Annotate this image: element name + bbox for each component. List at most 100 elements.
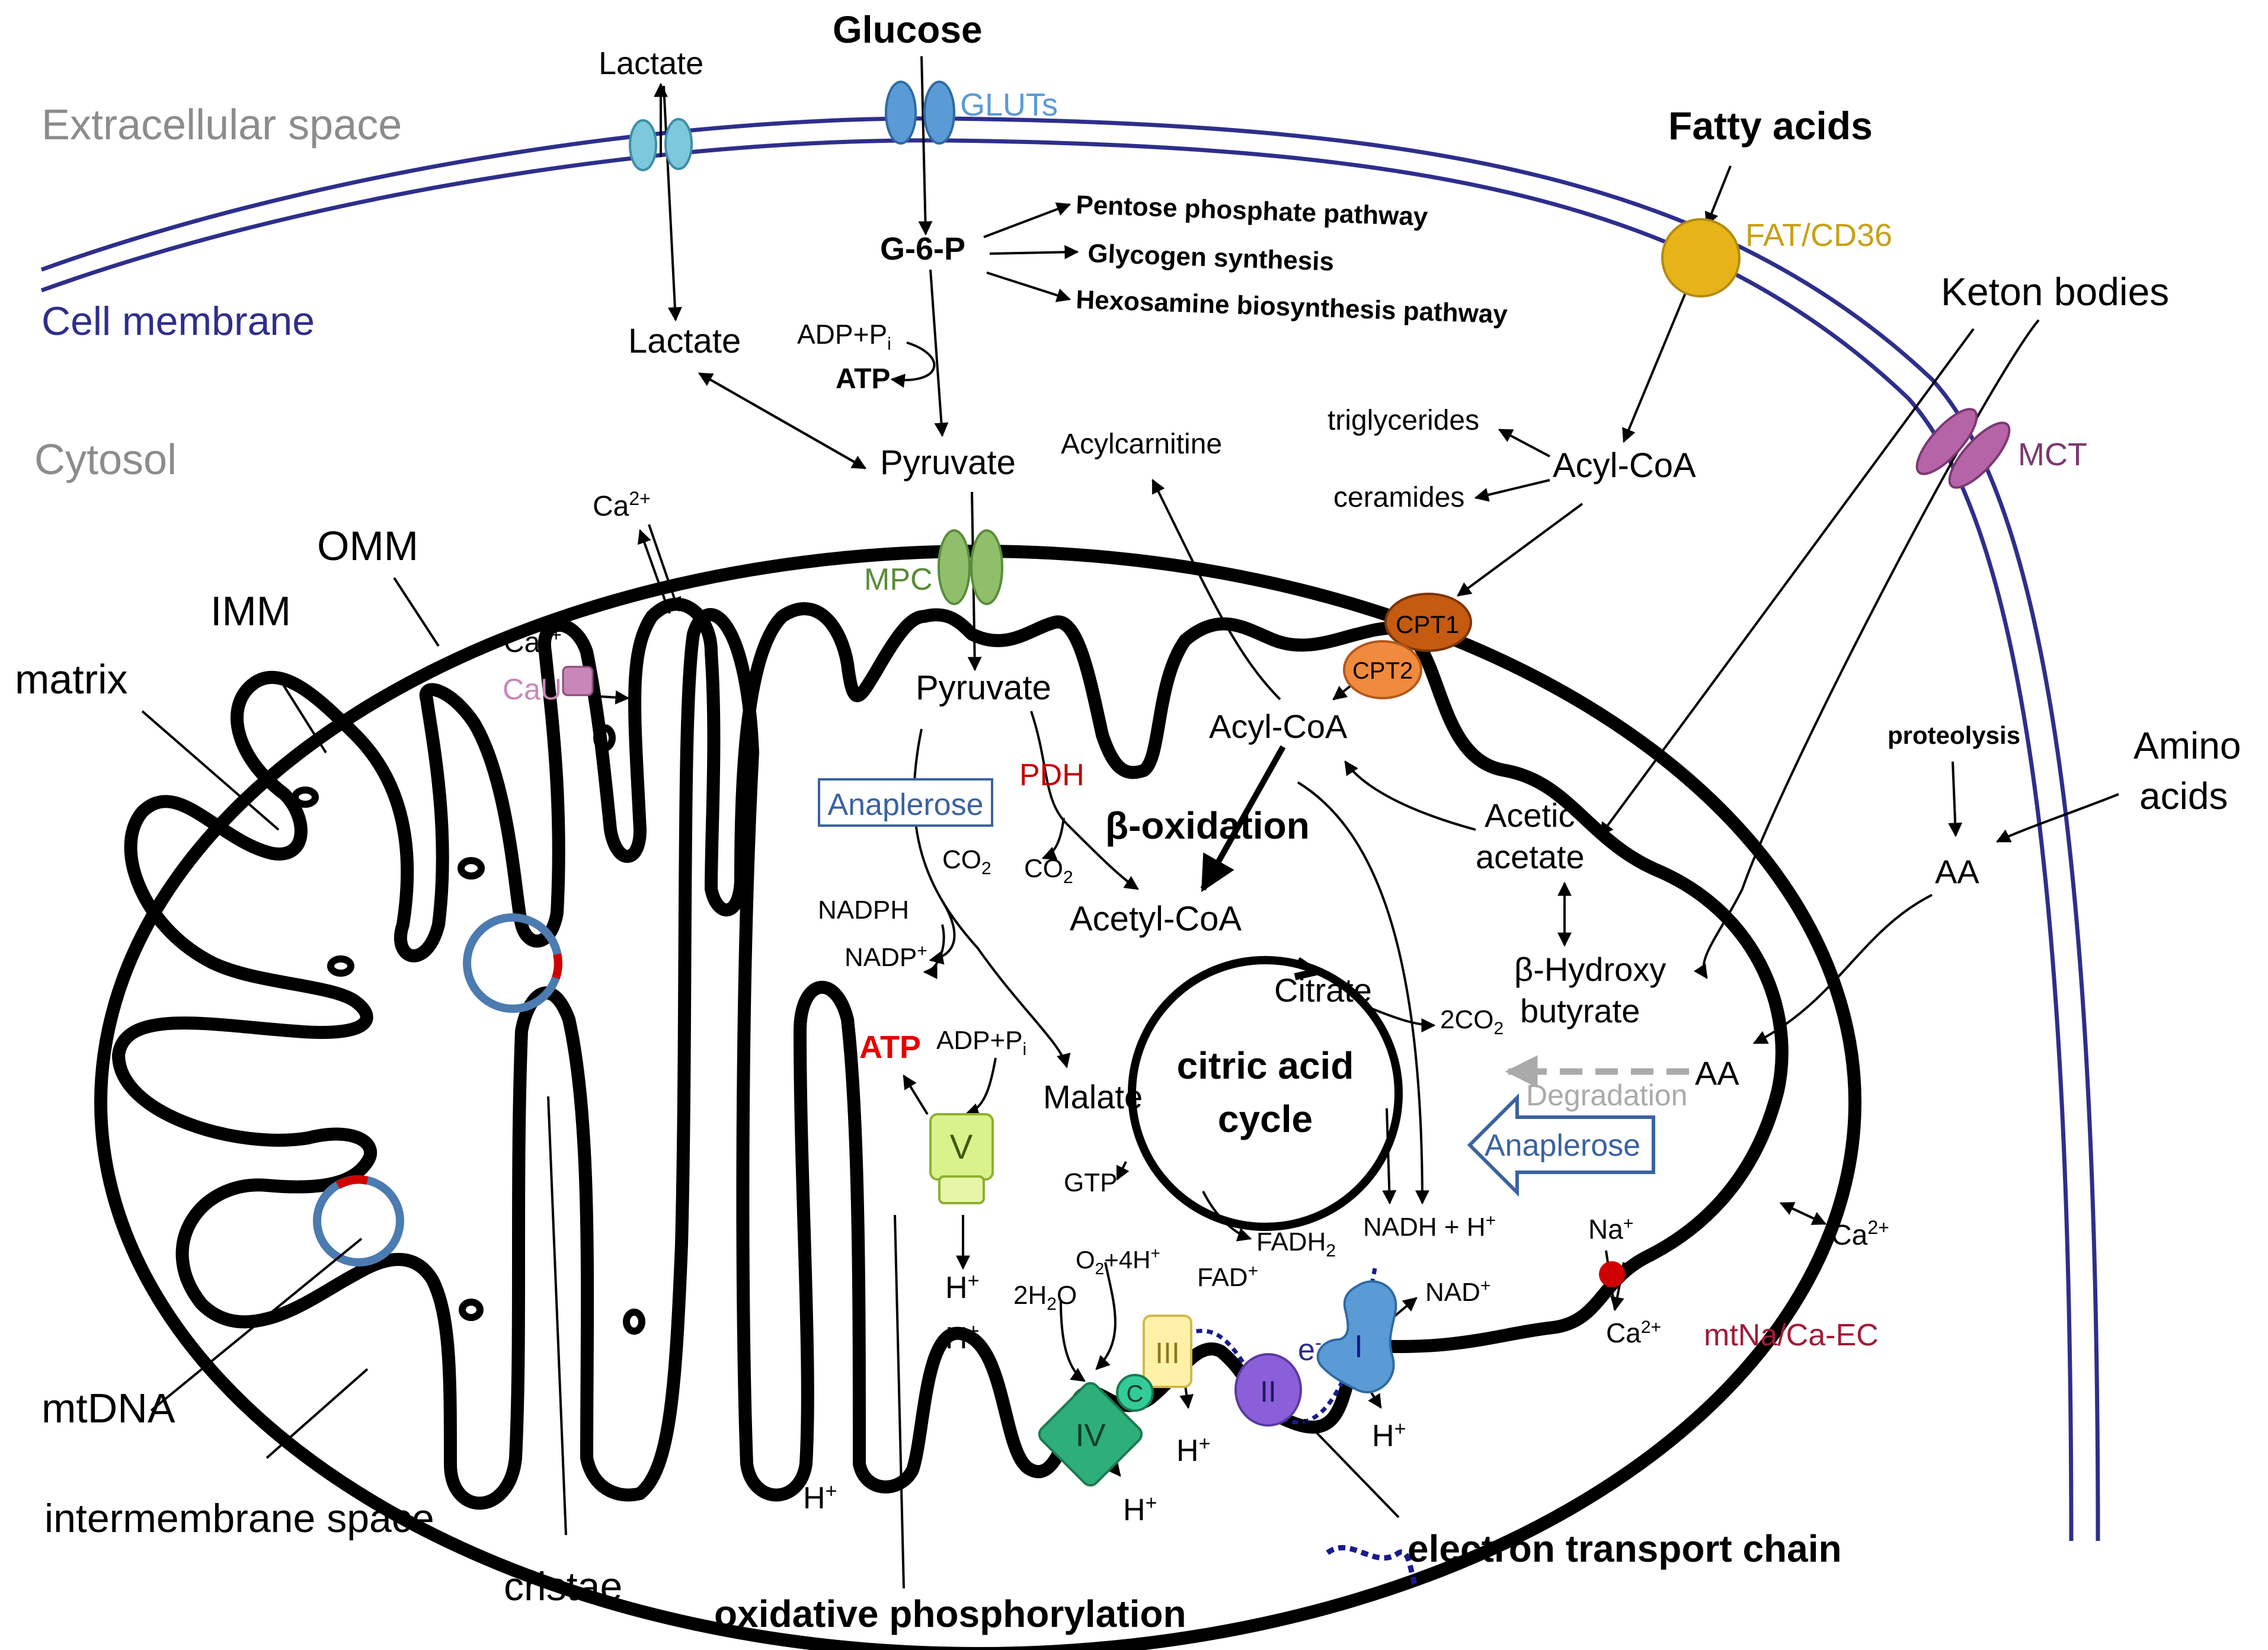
matrix-vesicles	[292, 724, 645, 1335]
glycolysis-adp-label: ADP+Pi	[797, 319, 891, 354]
lactate-extracellular-label: Lactate	[599, 46, 703, 81]
glucose-label: Glucose	[833, 8, 983, 51]
butyrate-label: butyrate	[1520, 992, 1640, 1029]
fat-cd36-label: FAT/CD36	[1745, 218, 1892, 253]
h-complex-iii: H+	[1176, 1432, 1210, 1468]
mct-transporter	[1915, 408, 2011, 489]
pentose-phosphate-label: Pentose phosphate pathway	[1076, 190, 1429, 232]
malate-label: Malate	[1043, 1078, 1143, 1115]
complex-iv-label: IV	[1075, 1418, 1105, 1453]
na-ca-exchanger	[1599, 1261, 1625, 1287]
complex-v-stalk	[938, 1175, 985, 1204]
acetate-label: acetate	[1476, 838, 1585, 875]
citrate-label: Citrate	[1274, 971, 1372, 1009]
nad-label: NAD+	[1425, 1276, 1490, 1307]
complex-i	[1316, 1280, 1397, 1393]
cau-label: CaU	[503, 673, 562, 706]
citric-acid-label: citric acid	[1177, 1044, 1354, 1087]
cytochrome-c	[1116, 1374, 1154, 1412]
ca-exchanger-label: Ca2+	[1606, 1318, 1661, 1348]
etc-legend-squiggle	[1326, 1545, 1419, 1590]
hexosamine-label: Hexosamine biosynthesis pathway	[1076, 285, 1508, 329]
inner-mitochondrial-membrane	[112, 597, 1789, 1510]
imm-label: IMM	[210, 588, 291, 634]
atp-oxphos-label: ATP	[859, 1029, 921, 1065]
ca-omm-label: Ca2+	[593, 488, 651, 522]
anaplerose-arrow	[1467, 1093, 1655, 1197]
mtdna-label: mtDNA	[41, 1385, 175, 1431]
cpt1-label: CPT1	[1396, 610, 1459, 638]
etc-legend-label: electron transport chain	[1407, 1527, 1842, 1570]
g6p-label: G-6-P	[880, 231, 965, 267]
ceramides-label: ceramides	[1333, 482, 1464, 513]
fatty-acids-label: Fatty acids	[1668, 104, 1873, 148]
nadh-label: NADH + H+	[1363, 1211, 1496, 1242]
complex-iii	[1143, 1315, 1192, 1388]
beta-oxidation-label: β-oxidation	[1105, 804, 1310, 847]
anaplerose-box-label: Anaplerose	[827, 788, 983, 822]
mct-label: MCT	[2018, 437, 2087, 472]
cytosol-label: Cytosol	[34, 436, 177, 484]
pathway-arrows	[598, 56, 2119, 1477]
gluts-label: GLUTs	[960, 87, 1058, 123]
h-atp-synthase-2: H+	[945, 1320, 979, 1355]
fat-cd36-transporter	[1661, 218, 1741, 298]
matrix-label: matrix	[15, 656, 128, 702]
glycogen-synthesis-label: Glycogen synthesis	[1087, 239, 1335, 276]
acids-label: acids	[2139, 775, 2228, 817]
triglycerides-label: triglycerides	[1327, 405, 1479, 436]
adp-oxphos-label: ADP+Pi	[936, 1026, 1026, 1059]
complex-iii-label: III	[1155, 1336, 1180, 1370]
aa-cytosol-label: AA	[1935, 853, 1979, 890]
complex-iv	[1038, 1382, 1143, 1487]
glycolysis-atp-label: ATP	[836, 363, 890, 395]
h-intermembrane: H+	[803, 1480, 837, 1515]
hydroxy-label: β-Hydroxy	[1514, 951, 1666, 988]
pyruvate-cytosol-label: Pyruvate	[880, 443, 1016, 482]
mtdna-circle-1	[463, 913, 562, 1013]
proteolysis-label: proteolysis	[1888, 721, 2020, 749]
intermembrane-space-label: intermembrane space	[44, 1496, 434, 1541]
aa-matrix-label: AA	[1695, 1054, 1739, 1092]
gtp-label: GTP	[1064, 1168, 1117, 1197]
anaplerose-arrow-label: Anaplerose	[1485, 1128, 1640, 1163]
label-pointers	[141, 577, 1400, 1589]
acyl-coa-matrix-label: Acyl-CoA	[1209, 708, 1348, 745]
anaplerose-box	[818, 778, 993, 827]
acylcarnitine-label: Acylcarnitine	[1061, 429, 1222, 460]
cytochrome-c-label: C	[1127, 1381, 1144, 1407]
amino-label: Amino	[2133, 724, 2241, 767]
h-complex-iv: H+	[1123, 1492, 1157, 1527]
acyl-coa-cytosol-label: Acyl-CoA	[1553, 446, 1696, 485]
water-label: 2H2O	[1013, 1281, 1077, 1314]
fad-label: FAD+	[1197, 1261, 1258, 1292]
h-complex-i: H+	[1372, 1418, 1406, 1453]
two-co2-label: 2CO2	[1440, 1005, 1504, 1038]
complex-ii	[1234, 1353, 1302, 1427]
cycle-direction-icon	[1294, 957, 1325, 980]
ca-imm-label: Ca2+	[504, 624, 562, 658]
cell-membrane-label: Cell membrane	[41, 299, 315, 344]
calcium-uniporter	[562, 666, 594, 696]
degradation-label: Degradation	[1526, 1079, 1687, 1112]
oxphos-legend-label: oxidative phosphorylation	[714, 1593, 1186, 1635]
keton-bodies-label: Keton bodies	[1941, 270, 2169, 314]
cycle-label: cycle	[1218, 1098, 1313, 1140]
cristae-label: cristae	[504, 1564, 622, 1609]
na-label: Na+	[1588, 1214, 1633, 1245]
mtna-ca-ec-label: mtNa/Ca-EC	[1704, 1318, 1879, 1352]
nadp-label: NADP+	[844, 941, 927, 972]
lactate-transporter	[629, 118, 693, 171]
complex-i-label: I	[1354, 1329, 1363, 1364]
nadph-label: NADPH	[818, 896, 909, 925]
pyruvate-matrix-label: Pyruvate	[916, 669, 1051, 707]
ca-right-label: Ca2+	[1831, 1217, 1889, 1251]
acetic-label: Acetic	[1485, 797, 1575, 834]
glut-transporter	[885, 81, 955, 145]
cpt2-transporter	[1343, 640, 1422, 699]
fadh2-label: FADH2	[1256, 1227, 1336, 1261]
extracellular-space-label: Extracellular space	[41, 101, 402, 149]
anaplerose-co2-label: CO2	[942, 845, 991, 878]
citric-acid-cycle-ring	[1128, 956, 1403, 1231]
